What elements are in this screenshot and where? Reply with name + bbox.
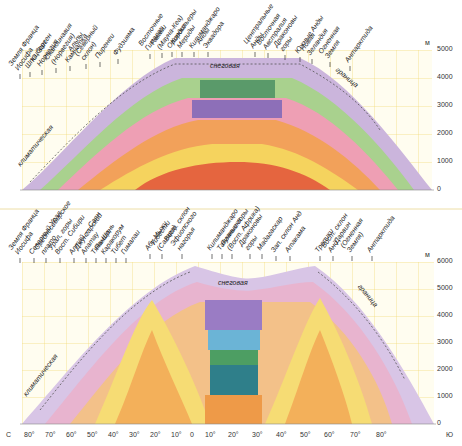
tick-mark bbox=[182, 52, 183, 57]
tick-mark bbox=[34, 258, 35, 263]
latitude-label: 10° bbox=[205, 431, 216, 439]
axis-value: 0 bbox=[437, 419, 441, 427]
tick-mark bbox=[333, 256, 334, 261]
tick-mark bbox=[60, 258, 61, 263]
tick-mark bbox=[100, 62, 101, 67]
axis-value: 0 bbox=[437, 185, 441, 193]
latitude-label: 50° bbox=[300, 431, 311, 439]
axis-value: 2000 bbox=[437, 129, 453, 137]
tick-mark bbox=[194, 52, 195, 57]
tick-mark bbox=[42, 70, 43, 75]
tick-mark bbox=[86, 258, 87, 263]
tick-mark bbox=[182, 254, 183, 259]
tick-mark bbox=[222, 254, 223, 259]
tick-mark bbox=[20, 74, 21, 79]
tick-mark bbox=[162, 53, 163, 58]
latitude-label: 70° bbox=[350, 431, 361, 439]
latitude-label: 20° bbox=[150, 431, 161, 439]
tick-mark bbox=[86, 64, 87, 69]
tick-mark bbox=[372, 256, 373, 261]
latitude-label: 80° bbox=[24, 431, 35, 439]
zone-label: снеговая bbox=[218, 279, 248, 287]
tick-mark bbox=[106, 258, 107, 263]
top-profile bbox=[20, 58, 434, 190]
latitude-label: 30° bbox=[129, 431, 140, 439]
tick-mark bbox=[74, 258, 75, 263]
tick-mark bbox=[330, 62, 331, 67]
axis-value: 1000 bbox=[437, 157, 453, 165]
tick-mark bbox=[162, 254, 163, 259]
tick-marks bbox=[20, 52, 372, 263]
tick-mark bbox=[268, 53, 269, 58]
grid bbox=[22, 262, 434, 424]
tick-mark bbox=[116, 258, 117, 263]
axis-value: 2000 bbox=[437, 365, 453, 373]
tick-mark bbox=[276, 256, 277, 261]
axis-unit: м bbox=[425, 39, 430, 47]
axis-value: 4000 bbox=[437, 311, 453, 319]
bottom-profile bbox=[20, 266, 436, 424]
latitude-label: 20° bbox=[228, 431, 239, 439]
latitude-label: 40° bbox=[108, 431, 119, 439]
tick-mark bbox=[56, 68, 57, 73]
latitude-label: 0 bbox=[190, 431, 194, 439]
tick-mark bbox=[150, 54, 151, 59]
tick-mark bbox=[172, 52, 173, 57]
tick-mark bbox=[212, 254, 213, 259]
tick-mark bbox=[285, 55, 286, 60]
latitude-label: 50° bbox=[87, 431, 98, 439]
tick-mark bbox=[290, 256, 291, 261]
tick-mark bbox=[352, 256, 353, 261]
tick-mark bbox=[250, 254, 251, 259]
latitude-label: 60° bbox=[66, 431, 77, 439]
tick-mark bbox=[118, 59, 119, 64]
latitude-label: 80° bbox=[376, 431, 387, 439]
latitude-label: С bbox=[6, 431, 11, 439]
zone-label: снеговая bbox=[210, 62, 240, 70]
latitude-label: 40° bbox=[276, 431, 287, 439]
tick-mark bbox=[46, 258, 47, 263]
tick-mark bbox=[30, 72, 31, 77]
tick-mark bbox=[208, 52, 209, 57]
tick-mark bbox=[96, 258, 97, 263]
tick-mark bbox=[126, 258, 127, 263]
tick-mark bbox=[150, 254, 151, 259]
axis-value: 3000 bbox=[437, 338, 453, 346]
latitude-label: 30° bbox=[252, 431, 263, 439]
tick-mark bbox=[20, 258, 21, 263]
latitude-label: 60° bbox=[324, 431, 335, 439]
axis-value: 5000 bbox=[437, 284, 453, 292]
latitude-label: 10° bbox=[171, 431, 182, 439]
tick-mark bbox=[312, 59, 313, 64]
axis-value: 3000 bbox=[437, 101, 453, 109]
axis-value: 6000 bbox=[437, 257, 453, 265]
tick-mark bbox=[350, 66, 351, 71]
grid-ground bbox=[22, 262, 434, 424]
mountain-name: Антарктида bbox=[365, 214, 396, 254]
tick-mark bbox=[232, 254, 233, 259]
tick-mark bbox=[320, 256, 321, 261]
axis-unit: м bbox=[425, 251, 430, 259]
grid bbox=[22, 50, 432, 190]
axis-value: 4000 bbox=[437, 73, 453, 81]
tick-mark bbox=[255, 52, 256, 57]
tick-mark bbox=[262, 254, 263, 259]
latitude-label: Ю bbox=[446, 431, 453, 439]
tick-mark bbox=[70, 66, 71, 71]
tick-mark bbox=[300, 57, 301, 62]
axis-value: 5000 bbox=[437, 45, 453, 53]
latitude-label: 70° bbox=[45, 431, 56, 439]
grid-ground bbox=[22, 50, 432, 190]
axis-value: 1000 bbox=[437, 392, 453, 400]
